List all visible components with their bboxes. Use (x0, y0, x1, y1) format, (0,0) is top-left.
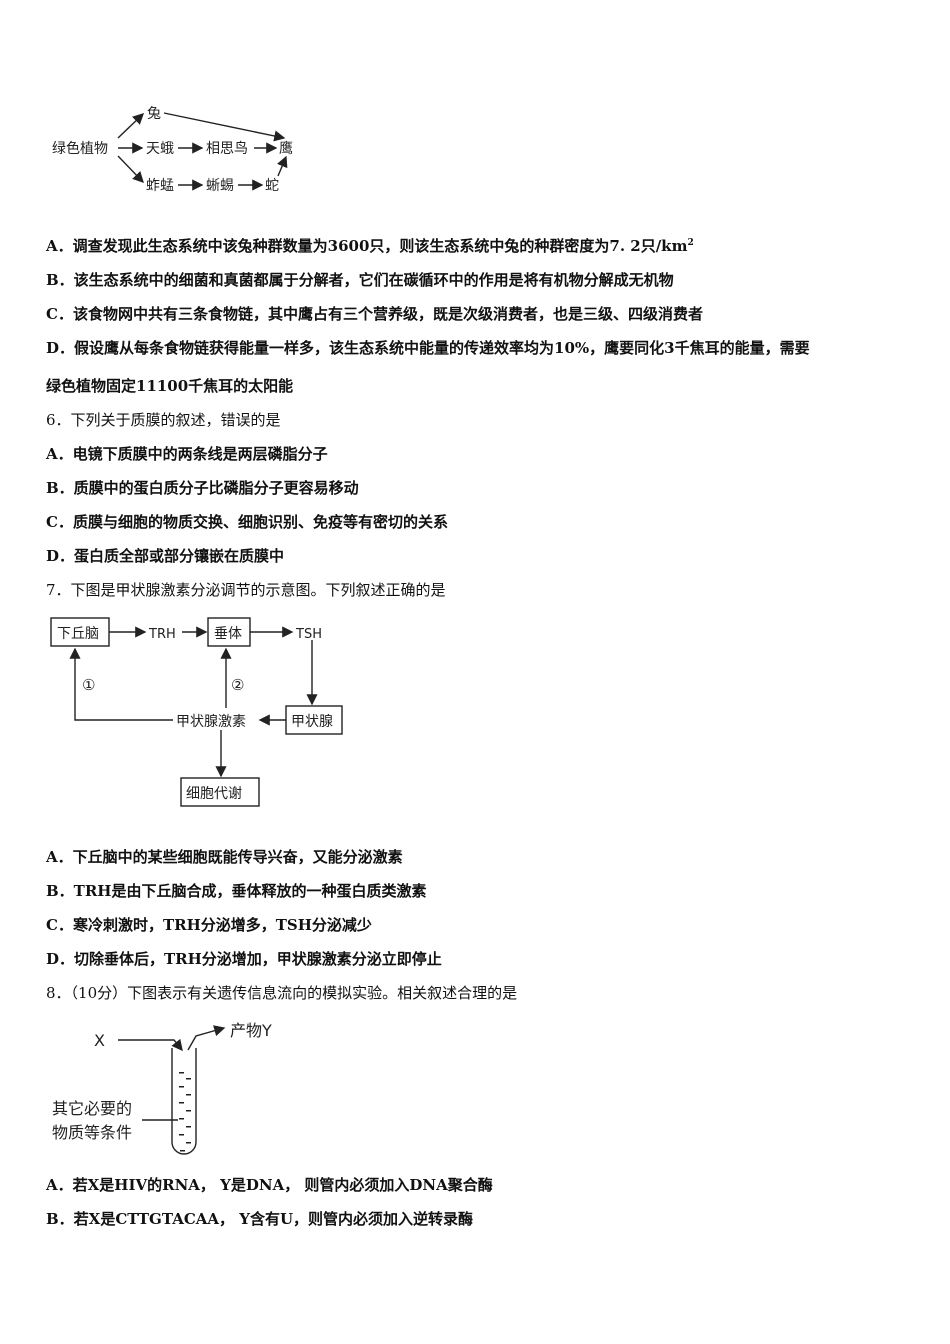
label-metabolism: 细胞代谢 (186, 786, 242, 802)
q8-option-a: A．若X是HIV的RNA， Y是DNA， 则管内必须加入DNA聚合酶 (46, 1176, 493, 1194)
arrow-rabbit-eagle (163, 112, 286, 142)
test-tube-diagram: X 产物Y 其它必要的 物质等条件 (52, 1021, 272, 1155)
food-web-snake: 蛇 (265, 178, 279, 194)
arrow-x-into-tube (118, 1038, 183, 1052)
label-mark-2: ② (231, 676, 244, 694)
label-x: X (94, 1031, 105, 1050)
food-web-eagle: 鹰 (279, 141, 293, 157)
arrow-tube-product (187, 1025, 226, 1051)
q5-option-a: A．调查发现此生态系统中该兔种群数量为3600只，则该生态系统中兔的种群密度为7… (46, 237, 694, 255)
q5-option-c: C．该食物网中共有三条食物链，其中鹰占有三个营养级，既是次级消费者，也是三级、四… (46, 305, 703, 323)
food-web-producer: 绿色植物 (52, 140, 108, 157)
q7-option-c: C．寒冷刺激时，TRH分泌增多，TSH分泌减少 (46, 916, 372, 934)
label-product-y: 产物Y (230, 1021, 272, 1040)
thyroid-regulation-diagram: 下丘脑 TRH 垂体 TSH 甲状腺 甲状腺激素 细胞代谢 ① ② (50, 617, 343, 807)
q7-option-b: B．TRH是由下丘脑合成，垂体释放的一种蛋白质类激素 (46, 882, 427, 900)
q7-stem: 7．下图是甲状腺激素分泌调节的示意图。下列叙述正确的是 (46, 581, 446, 599)
feedback-line-1 (69, 647, 173, 721)
food-web-rabbit: 兔 (147, 106, 161, 122)
food-web-grasshopper: 蚱蜢 (146, 178, 174, 194)
q7-option-d: D．切除垂体后，TRH分泌增加，甲状腺激素分泌立即停止 (46, 950, 442, 968)
arrow-plant-grasshopper (117, 155, 144, 184)
label-pituitary: 垂体 (214, 626, 242, 642)
tube-contents-dots (179, 1072, 191, 1152)
q6-option-d: D．蛋白质全部或部分镶嵌在质膜中 (46, 547, 285, 565)
food-web-lizard: 蜥蜴 (206, 178, 234, 194)
arrow-plant-rabbit (117, 113, 145, 139)
q7-option-a: A．下丘脑中的某些细胞既能传导兴奋，又能分泌激素 (46, 848, 403, 866)
label-hormone: 甲状腺激素 (176, 713, 246, 730)
q8-stem: 8．（10分）下图表示有关遗传信息流向的模拟实验。相关叙述合理的是 (46, 984, 518, 1002)
label-thyroid: 甲状腺 (291, 714, 333, 730)
q6-option-c: C．质膜与细胞的物质交换、细胞识别、免疫等有密切的关系 (46, 513, 448, 531)
q5-option-d-continued: 绿色植物固定11100千焦耳的太阳能 (46, 377, 294, 395)
q6-stem: 6．下列关于质膜的叙述，错误的是 (46, 411, 281, 429)
test-tube (171, 1048, 197, 1155)
label-trh: TRH (148, 627, 176, 642)
q5-option-b: B．该生态系统中的细菌和真菌都属于分解者，它们在碳循环中的作用是将有机物分解成无… (46, 271, 674, 289)
q6-option-b: B．质膜中的蛋白质分子比磷脂分子更容易移动 (46, 479, 359, 497)
food-web-moth: 天蛾 (146, 141, 174, 157)
q6-option-a: A．电镜下质膜中的两条线是两层磷脂分子 (46, 445, 328, 463)
box-thyroid (285, 705, 343, 735)
label-mark-1: ① (82, 676, 95, 694)
box-metabolism (180, 777, 260, 807)
label-conditions-line2: 物质等条件 (52, 1123, 132, 1142)
arrow-snake-eagle (277, 155, 288, 177)
label-tsh: TSH (295, 627, 322, 642)
q5-option-d: D．假设鹰从每条食物链获得能量一样多，该生态系统中能量的传递效率均为10%，鹰要… (46, 339, 810, 357)
food-web-diagram: 绿色植物 兔 天蛾 相思鸟 鹰 蚱蜢 蜥蜴 蛇 (52, 106, 293, 194)
q8-option-b: B．若X是CTTGTACAA， Y含有U，则管内必须加入逆转录酶 (46, 1210, 474, 1228)
label-conditions-line1: 其它必要的 (52, 1099, 132, 1118)
food-web-bird: 相思鸟 (206, 141, 248, 157)
label-hypothalamus: 下丘脑 (57, 626, 99, 642)
